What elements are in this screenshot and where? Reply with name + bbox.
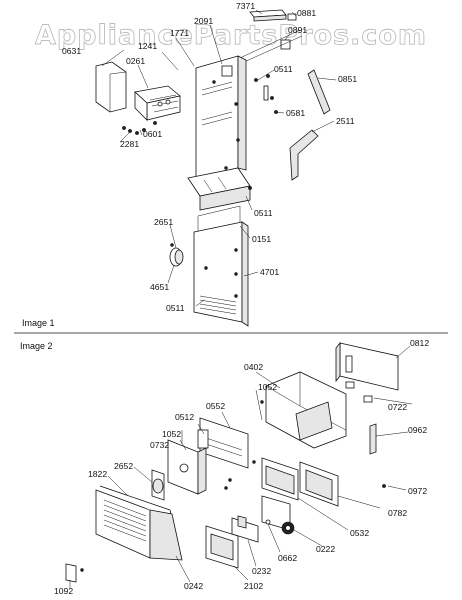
housing-panel: [195, 55, 247, 179]
rod-0962: [369, 423, 377, 455]
dispenser-cover-0151: [187, 167, 251, 211]
bracket-7371: [249, 9, 287, 22]
callout-2102: 2102: [244, 581, 263, 591]
screws-2281: [122, 121, 157, 135]
callout-1092: 1092: [54, 586, 73, 596]
callout-0232: 0232: [252, 566, 271, 576]
callout-0722: 0722: [388, 402, 407, 412]
clip-0881: [287, 13, 297, 21]
callout-1052-top: 1052: [258, 382, 277, 392]
callout-0511-bottom: 0511: [166, 303, 185, 313]
callout-0511-top: 0511: [274, 64, 293, 74]
front-panel-4701: [193, 221, 249, 327]
leader-lines-2: [69, 345, 413, 588]
callout-0732: 0732: [150, 440, 169, 450]
callout-4651: 4651: [150, 282, 169, 292]
cover-0631: [95, 61, 127, 113]
callout-1771: 1771: [170, 28, 189, 38]
callout-1241: 1241: [138, 41, 157, 51]
pin-0722: [345, 381, 373, 403]
callout-0402: 0402: [244, 362, 263, 372]
callout-2652: 2652: [114, 461, 133, 471]
callout-0881: 0881: [297, 8, 316, 18]
bar-0851: [307, 69, 331, 115]
linkage-0232: [231, 515, 271, 543]
section-label-image-1: Image 1: [22, 318, 55, 328]
callout-2281: 2281: [120, 139, 139, 149]
callout-0532: 0532: [350, 528, 369, 538]
callout-0812: 0812: [410, 338, 429, 348]
actuator-4651: [169, 243, 184, 267]
box-0532: [261, 457, 299, 501]
callout-0242: 0242: [184, 581, 203, 591]
callout-7371: 7371: [236, 1, 255, 11]
callout-1052-mid: 1052: [162, 429, 181, 439]
callout-0511-mid: 0511: [254, 208, 273, 218]
image-2-assembly: Image 2: [20, 338, 429, 596]
watermark-text: AppliancePartsPros.com: [35, 20, 427, 51]
callout-0151: 0151: [252, 234, 271, 244]
part-0891: [280, 39, 291, 50]
callout-0512: 0512: [175, 412, 194, 422]
actuator-2652: [151, 469, 165, 501]
housing-0732: [167, 439, 207, 495]
callout-0662: 0662: [278, 553, 297, 563]
fasteners-0581: [254, 74, 278, 114]
bar-2511: [289, 129, 319, 181]
callout-0782: 0782: [388, 508, 407, 518]
housing-0402: [265, 371, 347, 449]
section-label-image-2: Image 2: [20, 341, 53, 351]
grille-0242: [95, 485, 183, 561]
leader-lines-1: [101, 9, 337, 307]
image-1-assembly: 7371 0881 0891 2091 1241 1771 0631 0261 …: [22, 1, 357, 328]
door-2102: [205, 525, 239, 569]
callout-0962: 0962: [408, 425, 427, 435]
callout-0891: 0891: [288, 25, 307, 35]
bracket-assembly-0552: [197, 417, 249, 469]
callout-2091: 2091: [194, 16, 213, 26]
bracket-1092: [65, 563, 77, 583]
callout-1822: 1822: [88, 469, 107, 479]
callout-0631: 0631: [62, 46, 81, 56]
callout-0552: 0552: [206, 401, 225, 411]
screw-0972: [382, 484, 386, 488]
callout-4701: 4701: [260, 267, 279, 277]
ice-maker-0261: [134, 85, 181, 121]
callout-2511: 2511: [336, 116, 355, 126]
motor-0222: [261, 495, 295, 535]
callout-0261: 0261: [126, 56, 145, 66]
bracket-0812: [335, 341, 399, 391]
callout-0601: 0601: [143, 129, 162, 139]
callout-2651: 2651: [154, 217, 173, 227]
callout-0972: 0972: [408, 486, 427, 496]
callout-0222: 0222: [316, 544, 335, 554]
callout-0851: 0851: [338, 74, 357, 84]
door-0782: [299, 461, 339, 507]
callout-0581: 0581: [286, 108, 305, 118]
